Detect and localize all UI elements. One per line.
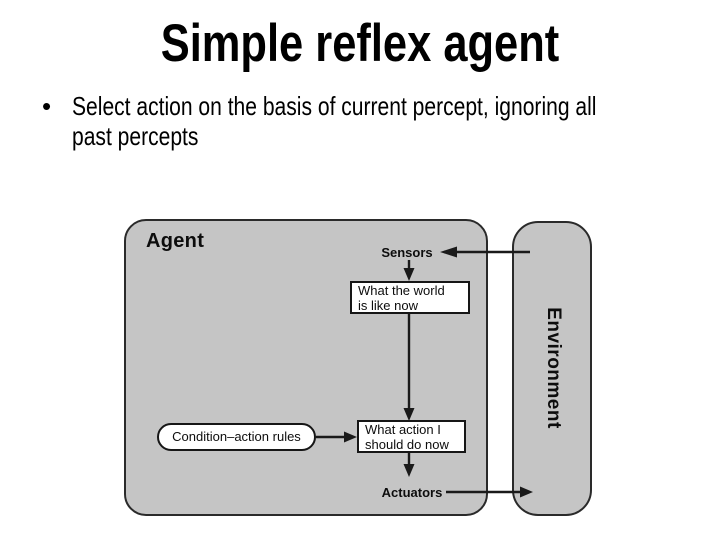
- bullet-line: Select action on the basis of current pe…: [72, 91, 597, 121]
- action-line: What action I: [365, 422, 441, 437]
- agent-box: [124, 219, 488, 516]
- bullet-item: Select action on the basis of current pe…: [72, 91, 596, 151]
- agent-label: Agent: [146, 230, 205, 252]
- world-state-box: What the world is like now: [350, 281, 470, 314]
- world-state-line: What the world: [358, 283, 445, 298]
- condition-action-rules-oval: Condition–action rules: [157, 423, 316, 451]
- sensors-label: Sensors: [381, 245, 433, 260]
- environment-label: Environment: [543, 307, 564, 429]
- action-line: should do now: [365, 436, 449, 452]
- bullet-marker: •: [42, 91, 52, 121]
- bullet-line: past percepts: [72, 121, 199, 151]
- world-state-line: is like now: [358, 297, 418, 313]
- action-box: What action I should do now: [357, 420, 466, 453]
- slide-title: Simple reflex agent: [160, 14, 560, 73]
- actuators-label: Actuators: [381, 485, 443, 500]
- environment-box: [512, 221, 592, 516]
